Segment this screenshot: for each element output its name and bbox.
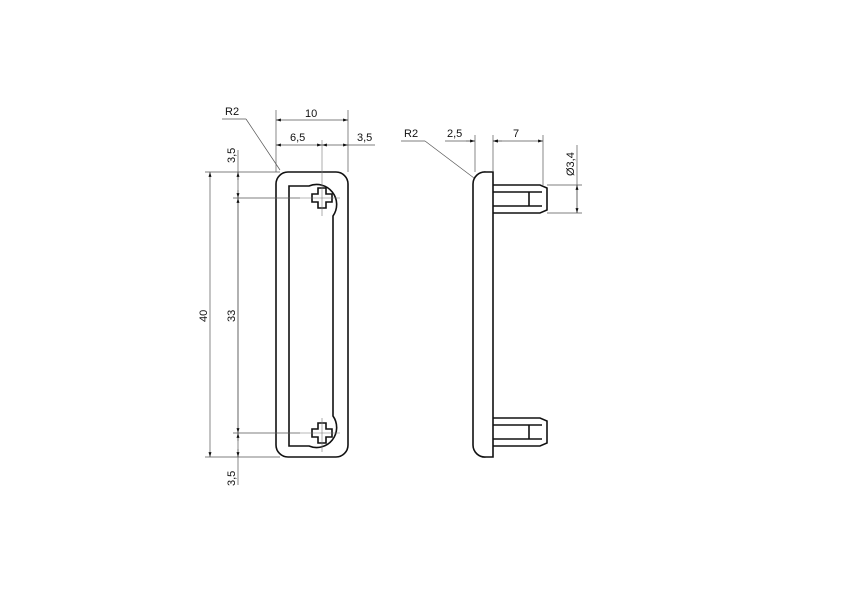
dim-radius-side: R2 [404,128,418,140]
front-recess [288,183,338,449]
peg-top [493,184,548,214]
front-outline [275,171,349,458]
side-view: 2,5 7 R2 Ø3,4 [401,128,582,458]
dim-hole-edge: 3,5 [357,132,372,144]
screw-hole-bottom [311,422,333,444]
dim-plate-thickness: 2,5 [447,128,462,140]
peg-bottom [493,417,548,447]
dim-radius-front: R2 [225,106,239,118]
screw-hole-top [311,187,333,209]
front-view: 10 6,5 3,5 R2 40 33 3,5 3,5 [198,106,375,486]
dim-hole-spacing: 33 [226,310,238,322]
dim-top-offset: 3,5 [226,148,238,163]
dim-height-total: 40 [198,310,210,322]
dim-width-total: 10 [305,108,317,120]
dim-hole-offset: 6,5 [290,132,305,144]
dim-peg-diameter: Ø3,4 [565,152,577,176]
dim-bottom-offset: 3,5 [226,471,238,486]
dim-peg-length: 7 [513,128,519,140]
side-plate [472,171,494,458]
